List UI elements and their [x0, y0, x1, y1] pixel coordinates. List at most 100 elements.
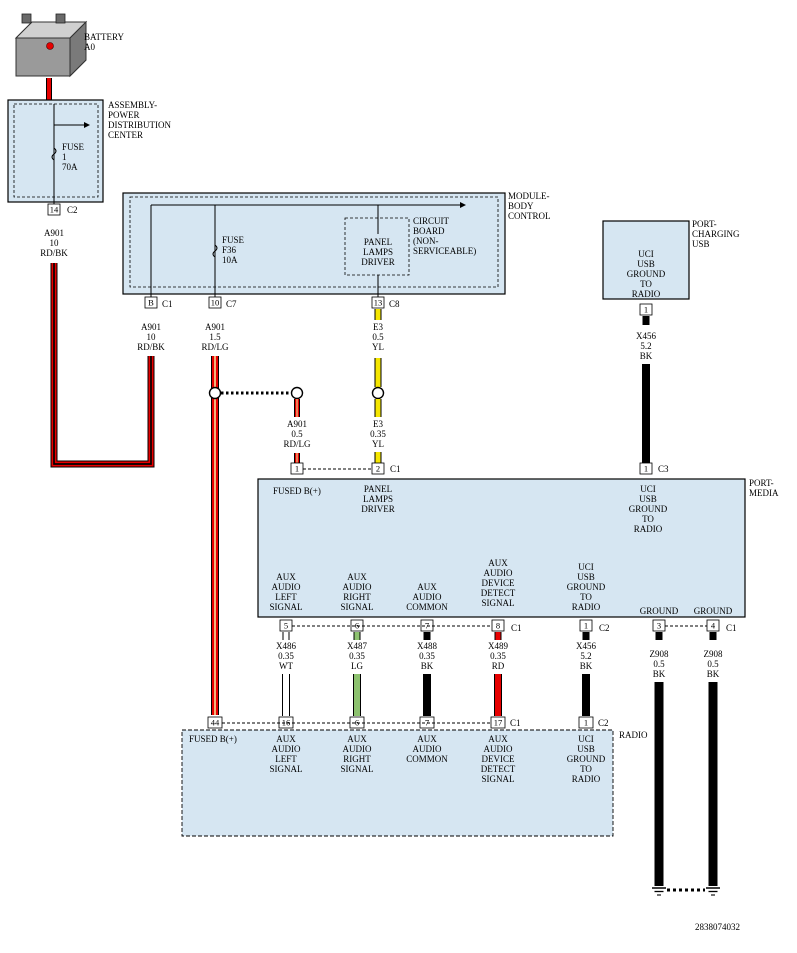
media-signal-3-label-line-1: AUX [417, 582, 437, 592]
wire-media-1-label-line-2: 0.5 [291, 429, 303, 439]
bcm-pin-10-connector-id: C7 [226, 299, 237, 309]
radio-signal-5-label-line-1: UCI [578, 734, 594, 744]
wire-pdc-bcm-label-line-3: RD/BK [40, 248, 68, 258]
bcm-pin-b-connector-id: C1 [162, 299, 173, 309]
radio-pin-6-number: 1 [584, 718, 588, 728]
media-bottom-pin-4-box [491, 619, 505, 632]
media-uci-label-line-2: USB [639, 494, 657, 504]
wire-ground-1-label-line-1: Z908 [650, 649, 669, 659]
media-signal-3-label-line-3: COMMON [406, 602, 448, 612]
wire-media-1-label-line-3: RD/LG [284, 439, 312, 449]
wire-pdc-to-bcm-tracer [53, 263, 152, 465]
wire-aux-detect-label-line-1: X489 [488, 641, 508, 651]
usb-signal-label-line-2: USB [637, 259, 655, 269]
media-bottom-pin-5-box [579, 619, 593, 632]
media-signal-5-label-line-5: RADIO [572, 602, 601, 612]
wire-media-2-label-line-2: 0.35 [370, 429, 386, 439]
port-media-title-line-2: MEDIA [749, 488, 779, 498]
pdc-fuse-label-line-3: 70A [62, 162, 78, 172]
media-bottom-pin-6-number: 3 [657, 621, 661, 631]
pdc-fuse-icon [51, 147, 57, 161]
radio-module [181, 729, 614, 837]
radio-signal-4-label-line-2: AUDIO [484, 744, 513, 754]
media-uci-label-line-4: TO [642, 514, 654, 524]
radio-signal-5-label-line-5: RADIO [572, 774, 601, 784]
pdc-pin-box [47, 203, 61, 216]
bcm-title-line-1: MODULE- [508, 191, 550, 201]
wire-bcm-13-label-line-2: 0.5 [372, 332, 384, 342]
bcm-title-line-2: BODY [508, 201, 534, 211]
bcm-pin-13-connector-id: C8 [389, 299, 400, 309]
radio-signal-3-label-line-2: AUDIO [413, 744, 442, 754]
media-signal-4-label-line-1: AUX [488, 558, 508, 568]
radio-pin-6-box [578, 716, 594, 729]
media-fused-label: FUSED B(+) [273, 486, 321, 496]
media-top-pin-2-connector-id: C1 [390, 464, 401, 474]
radio-signal-5-label-line-3: GROUND [567, 754, 606, 764]
media-bottom-pin-5-number: 1 [584, 621, 588, 631]
usb-pin-box [639, 303, 653, 316]
bcm-driver-label-line-3: DRIVER [361, 257, 395, 267]
media-signal-5-label-line-2: USB [577, 572, 595, 582]
wire-aux-common-label-line-1: X488 [417, 641, 437, 651]
bcm-pin-13-number: 13 [374, 298, 383, 308]
wire-aux-right-label-line-3: LG [351, 661, 363, 671]
media-bottom-pin-7-number: 4 [711, 621, 716, 631]
battery-icon [14, 13, 88, 78]
pdc-title-line-1: ASSEMBLY- [108, 100, 157, 110]
bcm-board-label-line-2: BOARD [413, 226, 445, 236]
pdc-pin-number: 14 [50, 205, 59, 215]
media-uci-label-line-5: RADIO [634, 524, 663, 534]
media-uci-label-line-1: UCI [640, 484, 656, 494]
wire-pdc-bcm-label-line-2: 10 [50, 238, 60, 248]
wire-ground-2-label-line-3: BK [707, 669, 720, 679]
wire-bcm-b-label-line-2: 10 [147, 332, 157, 342]
usb-signal-label-line-4: TO [640, 279, 652, 289]
media-signal-5-label-line-1: UCI [578, 562, 594, 572]
battery-icon-part [55, 13, 66, 24]
splice-a901-end-icon [290, 386, 304, 400]
bcm-pin-10-box [208, 296, 222, 309]
radio-pin-5-box [490, 716, 506, 729]
bcm-pin-10-number: 10 [211, 298, 220, 308]
wire-usb-label-line-2: 5.2 [640, 341, 651, 351]
wire-aux-common-label-line-2: 0.35 [419, 651, 435, 661]
radio-signal-4-label-line-1: AUX [488, 734, 508, 744]
media-top-pin-3-box [639, 462, 653, 475]
radio-signal-3-label-line-1: AUX [417, 734, 437, 744]
media-signal-5-label-line-4: TO [580, 592, 592, 602]
radio-signal-4-label-line-5: SIGNAL [482, 774, 515, 784]
pdc-arrow-icon [84, 122, 90, 128]
wire-uci-ground-label-line-1: X456 [576, 641, 596, 651]
media-signal-4-label-line-2: AUDIO [484, 568, 513, 578]
media-signal-1-label-line-1: AUX [276, 572, 296, 582]
media-signal-1-label-line-3: LEFT [275, 592, 297, 602]
usb-signal-label-line-1: UCI [638, 249, 654, 259]
radio-signal-4-label-line-4: DETECT [481, 764, 516, 774]
radio-pin-5-number: 17 [494, 718, 503, 728]
bcm-title-line-3: CONTROL [508, 211, 551, 221]
battery-icon-part [21, 13, 32, 24]
pdc-fuse-label-line-1: FUSE [62, 142, 85, 152]
media-top-pin-3-connector-id: C3 [658, 464, 669, 474]
wire-usb-label-line-3: BK [640, 351, 653, 361]
usb-title-line-3: USB [692, 239, 710, 249]
wire-aux-left-label-line-3: WT [279, 661, 293, 671]
bcm-arrow-icon [460, 202, 466, 208]
usb-title-line-2: CHARGING [692, 229, 740, 239]
wire-bcm-13-label-line-1: E3 [373, 322, 383, 332]
radio-signal-1-label-line-1: AUX [276, 734, 296, 744]
radio-title: RADIO [619, 730, 648, 740]
media-signal-4-label-line-5: SIGNAL [482, 598, 515, 608]
wire-ground-2-label-line-1: Z908 [704, 649, 723, 659]
media-bottom-pin-4-number: 8 [496, 621, 500, 631]
media-top-pin-3-number: 1 [644, 464, 648, 474]
usb-signal-label-line-3: GROUND [627, 269, 666, 279]
media-driver-label-line-2: LAMPS [363, 494, 393, 504]
splice-a901-icon [208, 386, 222, 400]
wire-bcm-b-label-line-3: RD/BK [137, 342, 165, 352]
wire-aux-left-label-line-1: X486 [276, 641, 296, 651]
wire-uci-ground-label-line-3: BK [580, 661, 593, 671]
radio-pin-2-number: 16 [282, 718, 291, 728]
